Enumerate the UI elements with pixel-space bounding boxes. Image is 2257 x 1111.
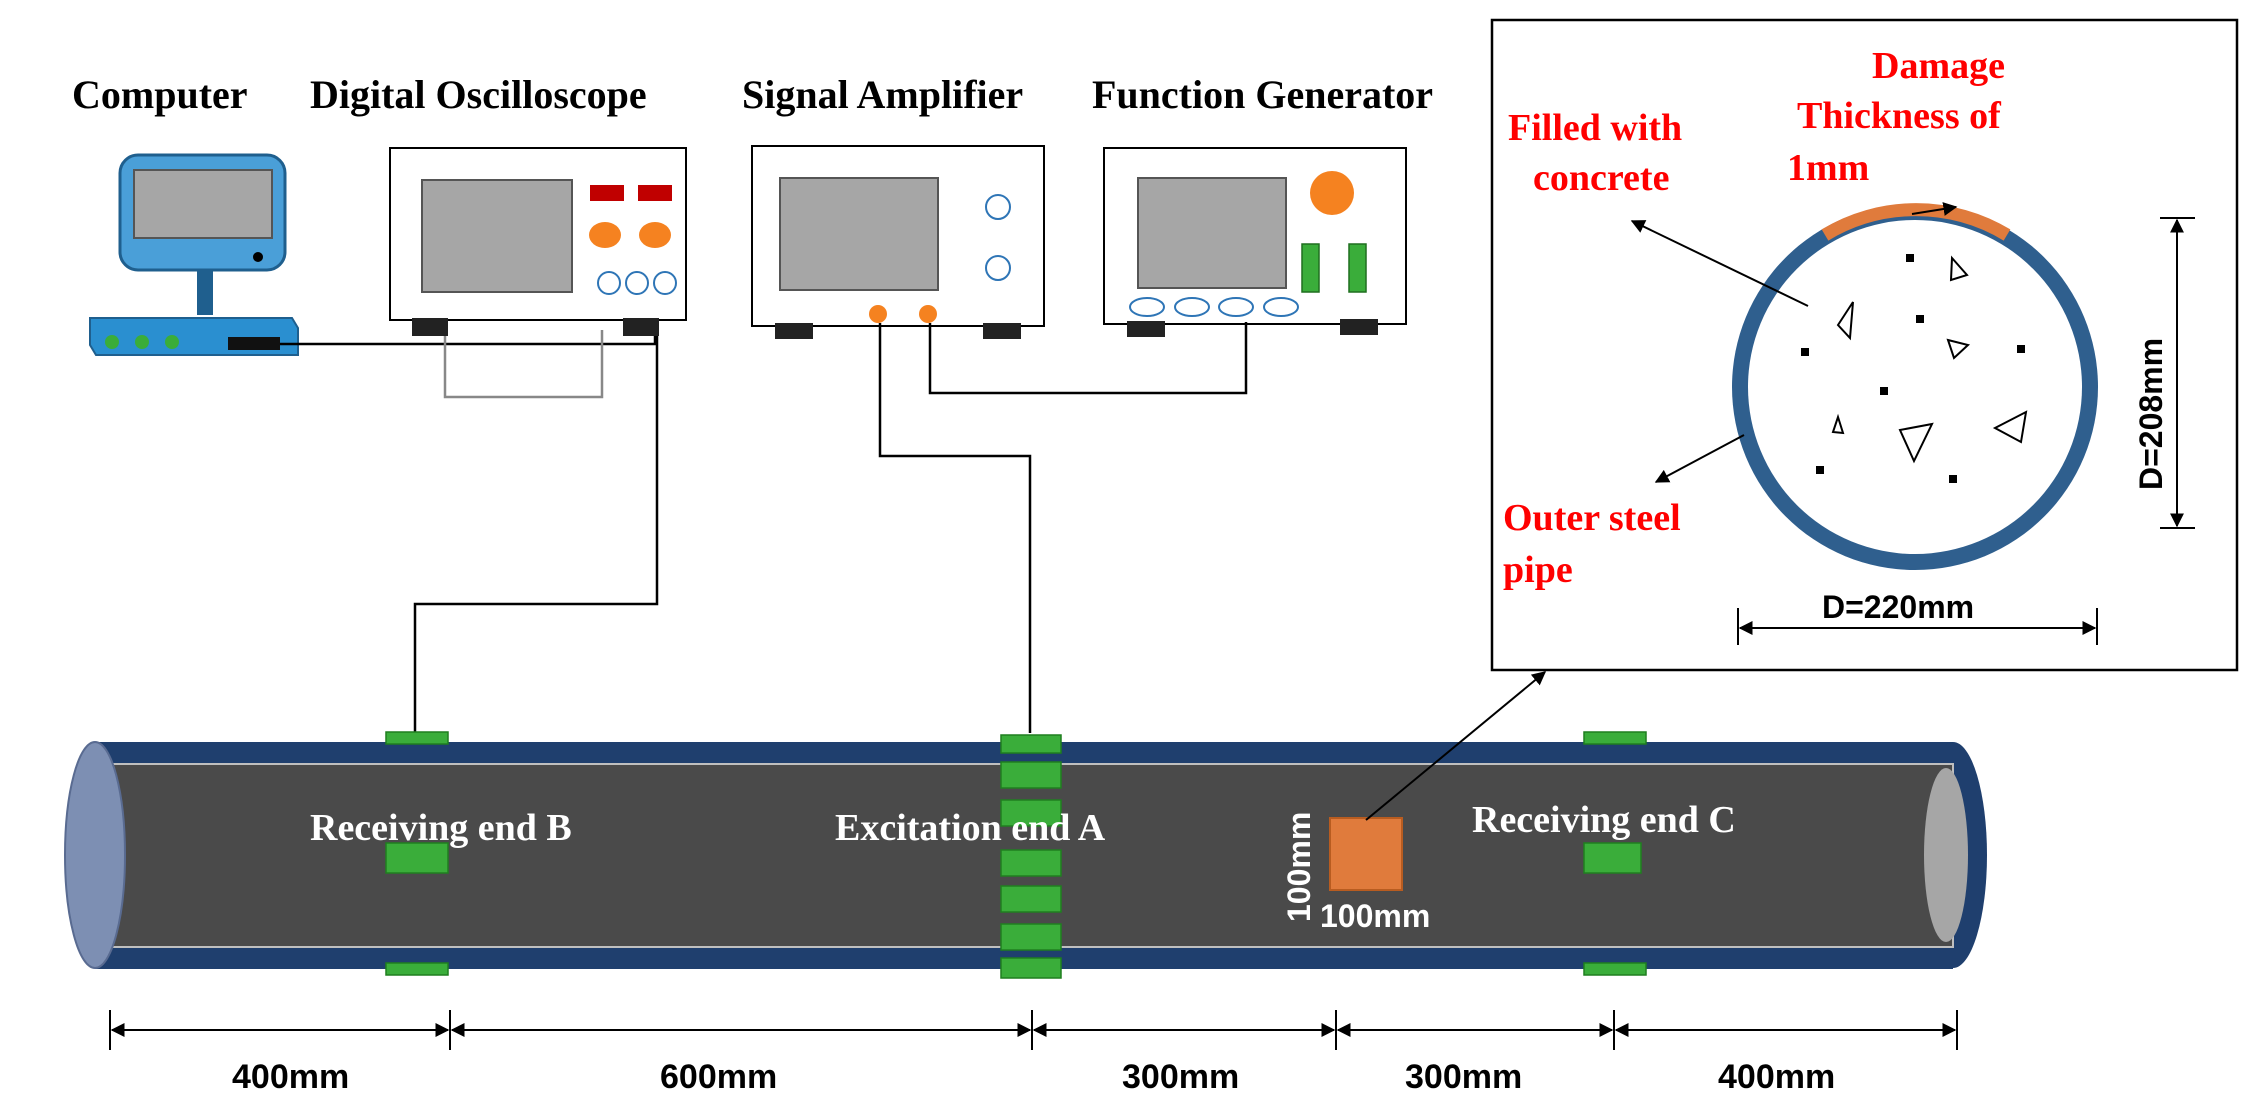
wire-oscilloscope-receiver-b xyxy=(413,336,659,733)
damage-arc xyxy=(1821,203,2011,241)
damage-label-line3: 1mm xyxy=(1787,147,1869,189)
oscilloscope-knob-1 xyxy=(589,222,621,248)
computer-stand xyxy=(197,270,213,315)
oscilloscope-screen xyxy=(421,179,573,293)
steel-pointer xyxy=(1654,434,1745,483)
receiving-end-b-label: Receiving end B xyxy=(310,807,572,849)
cross-section-inset: Damage Thickness of 1mm Filled with conc… xyxy=(1490,18,2239,672)
damage-label-line2: Thickness of xyxy=(1797,95,2002,137)
oscilloscope-device xyxy=(389,147,687,336)
generator-big-knob xyxy=(1310,171,1354,215)
generator-slider-2 xyxy=(1348,243,1367,293)
sensor-c-bottom xyxy=(1583,962,1647,976)
generator-button-4 xyxy=(1263,297,1299,317)
damage-pointer xyxy=(1911,202,1958,216)
damage-height-label: 100mm xyxy=(1281,812,1317,922)
sensor-a-1 xyxy=(1000,734,1062,754)
oscilloscope-knob-2 xyxy=(639,222,671,248)
sensor-a-7 xyxy=(1000,957,1062,979)
amplifier-output-2 xyxy=(919,305,937,323)
dimension-label-1: 400mm xyxy=(232,1058,349,1096)
generator-connector-right xyxy=(1340,319,1378,335)
concrete-label-line2: concrete xyxy=(1533,157,1669,199)
dimension-line xyxy=(109,1010,1958,1050)
damage-width-label: 100mm xyxy=(1320,898,1430,934)
dimension-label-3: 300mm xyxy=(1122,1058,1239,1096)
wire-amplifier-generator xyxy=(928,322,1248,395)
sensor-a-6 xyxy=(1000,923,1062,951)
steel-label-line2: pipe xyxy=(1503,549,1573,591)
aggregate-squares xyxy=(1801,254,2025,483)
concrete-core xyxy=(1748,220,2082,554)
wire-oscilloscope-loop xyxy=(443,330,604,399)
damage-label-line1: Damage xyxy=(1872,45,2005,87)
sensor-a-2 xyxy=(1000,761,1062,789)
sensors xyxy=(385,731,1647,979)
dimension-label-4: 300mm xyxy=(1405,1058,1522,1096)
sensor-b-mid xyxy=(385,842,449,874)
wire-computer-oscilloscope xyxy=(280,336,657,346)
generator-button-1 xyxy=(1129,297,1165,317)
computer-title: Computer xyxy=(72,72,248,117)
sensor-b-top xyxy=(385,731,449,745)
generator-device xyxy=(1103,147,1407,337)
damage-callout-arrow xyxy=(1365,671,1547,821)
wire-amplifier-excitation-a xyxy=(878,323,1032,733)
oscilloscope-red-button-1 xyxy=(590,185,624,201)
oscilloscope-port-1 xyxy=(597,271,621,295)
generator-slider-1 xyxy=(1301,243,1320,293)
receiving-end-c-label: Receiving end C xyxy=(1472,799,1736,841)
oscilloscope-port-2 xyxy=(625,271,649,295)
amplifier-dial-1 xyxy=(985,194,1011,220)
amplifier-device xyxy=(751,145,1045,339)
pipe-end-left xyxy=(64,741,126,969)
steel-label-line1: Outer steel xyxy=(1503,497,1681,539)
oscilloscope-connector-right xyxy=(623,318,659,336)
oscilloscope-port-3 xyxy=(653,271,677,295)
generator-screen xyxy=(1137,177,1287,289)
concrete-label-line1: Filled with xyxy=(1508,107,1682,149)
generator-button-2 xyxy=(1174,297,1210,317)
excitation-end-a-label: Excitation end A xyxy=(835,807,1106,849)
outer-diameter-label: D=220mm xyxy=(1822,589,1974,625)
amplifier-output-1 xyxy=(869,305,887,323)
wires xyxy=(280,322,1248,733)
amplifier-dial-2 xyxy=(985,255,1011,281)
amplifier-screen xyxy=(779,177,939,291)
generator-button-3 xyxy=(1218,297,1254,317)
dimension-label-2: 600mm xyxy=(660,1058,777,1096)
sensor-b-bottom xyxy=(385,962,449,976)
pipe-end-right-bore xyxy=(1924,768,1968,942)
generator-connector-left xyxy=(1127,321,1165,337)
generator-title: Function Generator xyxy=(1092,72,1433,117)
amplifier-title: Signal Amplifier xyxy=(742,72,1023,117)
outer-diameter-dimension xyxy=(1737,608,2098,645)
oscilloscope-red-button-2 xyxy=(638,185,672,201)
sensor-a-3 xyxy=(1000,799,1062,827)
computer-light-2 xyxy=(135,335,149,349)
concrete-pointer xyxy=(1630,220,1809,307)
aggregate-triangles xyxy=(1831,255,2028,464)
sensor-c-mid xyxy=(1583,842,1642,874)
amplifier-connector-left xyxy=(775,323,813,339)
computer-light-3 xyxy=(165,335,179,349)
oscilloscope-title: Digital Oscilloscope xyxy=(310,72,647,117)
oscilloscope-connector-left xyxy=(412,318,448,336)
computer-screen xyxy=(133,169,273,239)
damage-patch xyxy=(1329,817,1403,891)
computer-light-1 xyxy=(105,335,119,349)
inner-diameter-label: D=208mm xyxy=(2133,338,2169,490)
amplifier-connector-right xyxy=(983,323,1021,339)
sensor-c-top xyxy=(1583,731,1647,745)
dimension-label-5: 400mm xyxy=(1718,1058,1835,1096)
computer-icon xyxy=(89,153,299,356)
sensor-a-5 xyxy=(1000,885,1062,913)
computer-port xyxy=(228,337,280,350)
computer-power-dot xyxy=(253,252,263,262)
sensor-a-4 xyxy=(1000,849,1062,877)
inner-diameter-dimension xyxy=(2160,217,2195,529)
